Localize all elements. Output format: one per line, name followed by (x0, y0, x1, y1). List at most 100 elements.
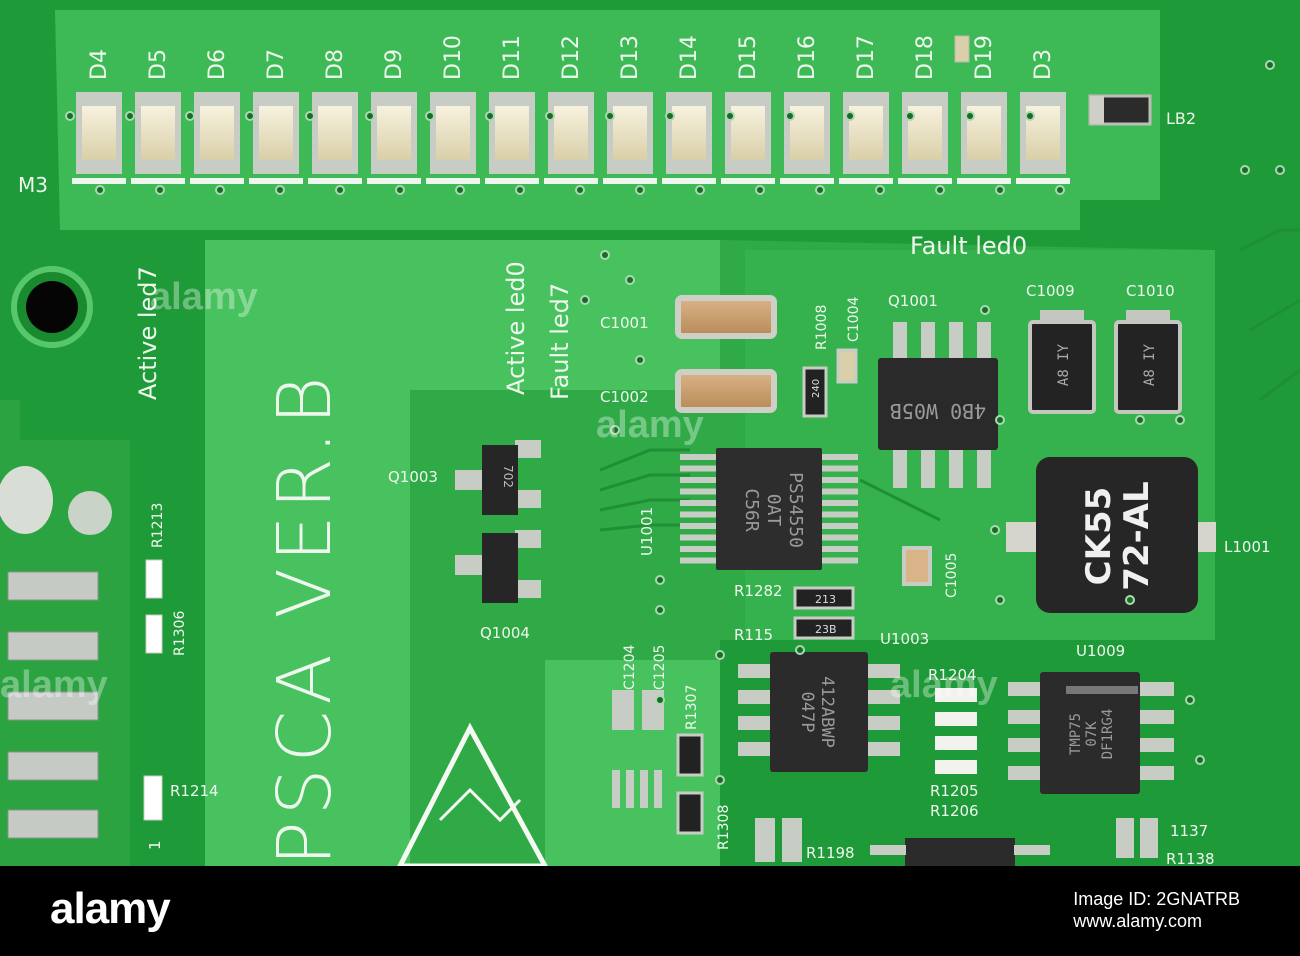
u1001-marking-1: PS54550 (785, 472, 806, 548)
via (1265, 60, 1275, 70)
via (1055, 185, 1065, 195)
via (215, 185, 225, 195)
label-r1198: R1198 (806, 844, 855, 862)
via (875, 185, 885, 195)
led-label-d19: D19 (972, 35, 997, 80)
u1003-marking-1: 412ABWP (817, 676, 837, 748)
watermark-2: alamy (596, 404, 704, 446)
u1001-marking-2: 0AT (763, 494, 784, 527)
u1001-pin (680, 488, 718, 495)
led-silk-bar (367, 178, 421, 184)
via (155, 185, 165, 195)
led-silk-bar (898, 178, 952, 184)
via (610, 425, 620, 435)
led-silk-bar (131, 178, 185, 184)
label-r1008: R1008 (814, 305, 830, 350)
led-silk-bar (603, 178, 657, 184)
site-url[interactable]: www.alamy.com (1073, 911, 1202, 931)
led-row (72, 92, 1070, 184)
u1001-pin (820, 534, 858, 541)
label-q1001: Q1001 (888, 292, 938, 310)
led-d11 (495, 106, 529, 160)
image-info: Image ID: 2GNATRB www.alamy.com (1073, 888, 1240, 932)
label-c1005: C1005 (944, 553, 960, 598)
label-r1214: R1214 (170, 782, 219, 800)
led-d5 (141, 106, 175, 160)
led-label-d16: D16 (795, 35, 820, 80)
via (395, 185, 405, 195)
via (715, 775, 725, 785)
l1001-marking-2: 72-AL (1117, 481, 1157, 590)
r23b-marking: 23B (815, 623, 837, 636)
via (1195, 755, 1205, 765)
alamy-logo[interactable]: alamy (50, 884, 171, 933)
led-d12 (554, 106, 588, 160)
label-u1003: U1003 (880, 630, 929, 648)
led-d14 (672, 106, 706, 160)
via (715, 650, 725, 660)
u1001-chip (680, 448, 858, 570)
u1003-marking-2: 047P (797, 692, 817, 733)
led-label-d3: D3 (1031, 49, 1056, 80)
led-label-d13: D13 (618, 35, 643, 80)
led-d10 (436, 106, 470, 160)
label-active-led7: Active led7 (134, 266, 162, 400)
via (1125, 595, 1135, 605)
led-label-d9: D9 (382, 49, 407, 80)
label-c1205: C1205 (652, 645, 668, 690)
via (695, 185, 705, 195)
label-c1009: C1009 (1026, 282, 1075, 300)
led-d16 (790, 106, 824, 160)
label-q1003: Q1003 (388, 468, 438, 486)
label-l1001: L1001 (1224, 538, 1271, 556)
led-silk-bar (544, 178, 598, 184)
via (515, 185, 525, 195)
label-c1004: C1004 (846, 297, 862, 342)
label-m3: M3 (18, 173, 48, 197)
label-c1010: C1010 (1126, 282, 1175, 300)
u1001-marking-3: C56R (741, 488, 762, 532)
led-d9 (377, 106, 411, 160)
u1001-pin (680, 511, 718, 518)
via (935, 185, 945, 195)
u1001-pin (820, 500, 858, 506)
u1001-pin (680, 465, 718, 472)
via (275, 185, 285, 195)
u1001-pin (820, 523, 858, 529)
led-silk-bar (72, 178, 126, 184)
led-d6 (200, 106, 234, 160)
via (655, 575, 665, 585)
r240-marking: 240 (811, 379, 822, 398)
via (785, 111, 795, 121)
via (545, 111, 555, 121)
u1001-pin (820, 454, 858, 460)
r213-marking: 213 (815, 593, 836, 606)
via (580, 295, 590, 305)
via (185, 111, 195, 121)
led-d7 (259, 106, 293, 160)
label-c1001: C1001 (600, 314, 649, 332)
u1001-pin (680, 523, 718, 529)
led-d4 (82, 106, 116, 160)
q1003-marking: 702 (501, 465, 515, 488)
label-r1137: 1137 (1170, 822, 1208, 840)
watermark-4: alamy (890, 664, 998, 706)
label-fault-led0: Fault led0 (910, 232, 1027, 260)
u1001-pin (680, 534, 718, 541)
led-label-d11: D11 (500, 35, 525, 80)
label-r1205: R1205 (930, 782, 979, 800)
led-d8 (318, 106, 352, 160)
via (245, 111, 255, 121)
via (635, 355, 645, 365)
u1001-pin (820, 557, 858, 564)
via (575, 185, 585, 195)
via (655, 695, 665, 705)
u1001-pin (680, 546, 718, 552)
led-label-d5: D5 (146, 49, 171, 80)
via (725, 111, 735, 121)
via (605, 111, 615, 121)
label-r1306: R1306 (172, 611, 188, 656)
u1009-marking-1: TMP75 (1068, 713, 1084, 755)
via (995, 415, 1005, 425)
